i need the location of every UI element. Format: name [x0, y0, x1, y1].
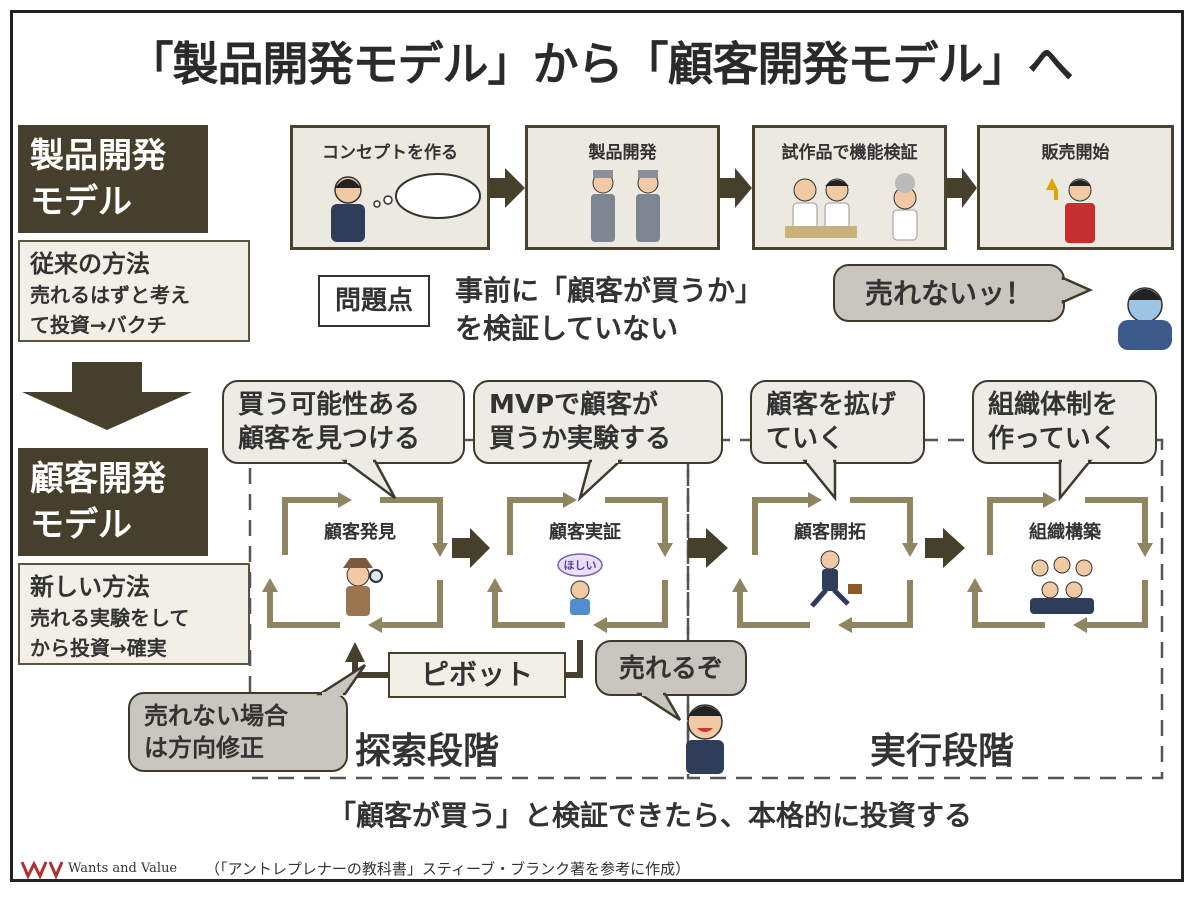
brand-mark-icon: [20, 860, 64, 880]
problem-line2: を検証していない: [455, 312, 679, 345]
cycle-building-label: 組織構築: [1029, 522, 1101, 543]
pivot-note-line2: は方向修正: [144, 734, 264, 762]
step-concept: コンセプトを作る: [290, 125, 490, 250]
thinking-person-icon: [331, 173, 481, 242]
pivot-label: ピボット: [388, 652, 566, 698]
pivot-note-bubble: 売れない場合 は方向修正: [128, 692, 348, 772]
cycle-creation-label: 顧客開拓: [794, 522, 866, 543]
new-method-heading: 新しい方法: [30, 573, 150, 601]
bubble-find-line2: 顧客を見つける: [238, 424, 421, 454]
brand-logo: Wants and Value: [20, 858, 190, 880]
execute-stage-label: 実行段階: [870, 731, 1015, 772]
new-method-line1: 売れる実験をして: [30, 606, 190, 630]
step-product-dev: 製品開発: [525, 125, 720, 250]
new-method-line2: から投資→確実: [30, 636, 167, 660]
cycle-validation-label: 顧客実証: [549, 522, 621, 543]
scientists-icon: [785, 173, 918, 241]
bubble-expand-line2: ていく: [766, 424, 845, 454]
page-title: 「製品開発モデル」から「顧客開発モデル」へ: [127, 37, 1074, 91]
old-method-line1: 売れるはずと考え: [30, 283, 190, 307]
step-prototype: 試作品で機能検証: [752, 125, 947, 250]
customer-model-label-line2: モデル: [30, 505, 132, 545]
step-concept-label: コンセプトを作る: [322, 143, 458, 163]
old-method-line2: て投資→バクチ: [30, 313, 167, 337]
bubble-mvp-line2: 買うか実験する: [489, 424, 672, 454]
pivot-note-line1: 売れない場合: [144, 702, 288, 730]
sells-bubble: 売れるぞ: [595, 640, 747, 696]
brand-name: Wants and Value: [68, 861, 178, 876]
bubble-find-customers: 買う可能性ある 顧客を見つける: [222, 380, 465, 464]
conclusion: 「顧客が買う」と検証できたら、本格的に投資する: [327, 799, 972, 832]
explore-stage-label: 探索段階: [355, 731, 500, 772]
step-prototype-label: 試作品で機能検証: [781, 143, 918, 163]
bubble-mvp: MVPで顧客が 買うか実験する: [473, 380, 723, 464]
frame: [10, 10, 1184, 882]
bubble-expand: 顧客を拡げ ていく: [750, 380, 925, 464]
old-method-heading: 従来の方法: [30, 250, 150, 278]
customer-model-label-line1: 顧客開発: [30, 459, 166, 499]
bubble-org-line1: 組織体制を: [988, 390, 1119, 420]
old-method-box: 従来の方法 売れるはずと考え て投資→バクチ: [18, 240, 250, 342]
problem-line1: 事前に「顧客が買うか」: [455, 274, 764, 307]
problem-text: 事前に「顧客が買うか」 を検証していない: [455, 272, 835, 348]
product-model-label-line2: モデル: [30, 182, 132, 222]
step-sales-start: 販売開始: [977, 125, 1174, 250]
source-note: （「アントレプレナーの教科書」スティーブ・ブランク著を参考に作成）: [205, 860, 691, 878]
problem-label: 問題点: [318, 275, 430, 327]
bubble-organization: 組織体制を 作っていく: [972, 380, 1157, 464]
step-product-dev-label: 製品開発: [588, 143, 657, 163]
bubble-mvp-line1: MVPで顧客が: [489, 390, 659, 420]
salesperson-icon: [1046, 178, 1095, 243]
product-model-label-line1: 製品開発: [30, 136, 166, 176]
step-sales-start-label: 販売開始: [1041, 143, 1110, 163]
wants-sign: ほしい: [563, 559, 597, 572]
engineers-icon: [591, 170, 660, 242]
cycle-discovery-label: 顧客発見: [324, 522, 396, 543]
cry-bubble: 売れないッ！: [833, 264, 1065, 322]
customer-model-label: 顧客開発 モデル: [18, 448, 208, 556]
bubble-find-line1: 買う可能性ある: [238, 390, 421, 420]
product-model-label: 製品開発 モデル: [18, 125, 208, 233]
new-method-box: 新しい方法 売れる実験をして から投資→確実: [18, 563, 250, 665]
bubble-org-line2: 作っていく: [988, 424, 1117, 454]
bubble-expand-line1: 顧客を拡げ: [766, 390, 897, 420]
